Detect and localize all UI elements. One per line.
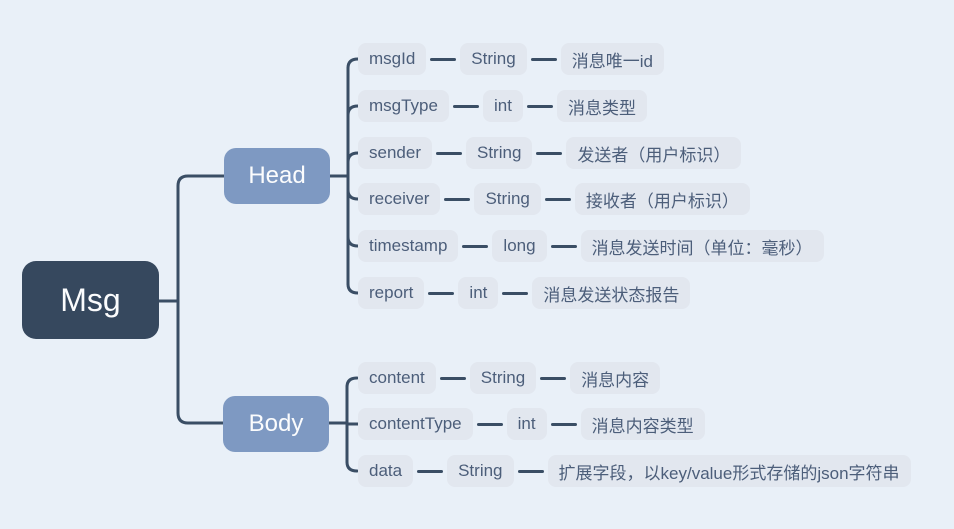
field-node[interactable]: contentType <box>358 408 473 440</box>
branch-node-head[interactable]: Head <box>224 148 330 204</box>
connector-dash <box>536 151 563 155</box>
connector-dash <box>462 244 489 248</box>
connector-dash <box>452 104 479 108</box>
connector-dash <box>544 197 571 201</box>
connector-dash <box>428 291 455 295</box>
branch-node-body[interactable]: Body <box>223 396 329 452</box>
attribute-row-data: data String 扩展字段，以key/value形式存储的json字符串 <box>358 455 911 487</box>
type-node[interactable]: int <box>506 408 547 440</box>
field-node[interactable]: msgId <box>358 43 427 75</box>
connector-dash <box>435 151 462 155</box>
connector-dash <box>417 469 444 473</box>
type-node[interactable]: String <box>465 137 533 169</box>
attribute-row-content: content String 消息内容 <box>358 362 661 394</box>
attribute-row-contenttype: contentType int 消息内容类型 <box>358 408 705 440</box>
type-node[interactable]: int <box>458 277 499 309</box>
description-node[interactable]: 扩展字段，以key/value形式存储的json字符串 <box>547 455 911 487</box>
attribute-row-report: report int 消息发送状态报告 <box>358 277 691 309</box>
connector-dash <box>550 422 577 426</box>
description-node[interactable]: 消息发送状态报告 <box>532 277 691 309</box>
attribute-row-msgtype: msgType int 消息类型 <box>358 90 647 122</box>
field-node[interactable]: receiver <box>358 183 441 215</box>
root-node-msg[interactable]: Msg <box>22 261 159 339</box>
attribute-row-sender: sender String 发送者（用户标识） <box>358 137 742 169</box>
connector-dash <box>517 469 544 473</box>
type-node[interactable]: String <box>447 455 514 487</box>
description-node[interactable]: 消息类型 <box>556 90 647 122</box>
description-node[interactable]: 消息内容 <box>570 362 661 394</box>
connector-dash <box>530 57 557 61</box>
description-node[interactable]: 发送者（用户标识） <box>566 137 742 169</box>
attribute-row-timestamp: timestamp long 消息发送时间（单位：毫秒） <box>358 230 824 262</box>
connector-dash <box>526 104 553 108</box>
field-node[interactable]: msgType <box>358 90 449 122</box>
connector-dash <box>439 376 466 380</box>
field-node[interactable]: timestamp <box>358 230 459 262</box>
type-node[interactable]: String <box>474 183 541 215</box>
type-node[interactable]: long <box>492 230 547 262</box>
description-node[interactable]: 消息内容类型 <box>580 408 705 440</box>
connector-dash <box>540 376 567 380</box>
connector-dash <box>550 244 577 248</box>
connector-dash <box>502 291 529 295</box>
type-node[interactable]: String <box>460 43 527 75</box>
connector-dash <box>444 197 471 201</box>
attribute-row-receiver: receiver String 接收者（用户标识） <box>358 183 750 215</box>
description-node[interactable]: 消息唯一id <box>560 43 664 75</box>
connector-dash <box>476 422 503 426</box>
field-node[interactable]: sender <box>358 137 432 169</box>
field-node[interactable]: report <box>358 277 425 309</box>
type-node[interactable]: int <box>482 90 523 122</box>
field-node[interactable]: data <box>358 455 414 487</box>
description-node[interactable]: 消息发送时间（单位：毫秒） <box>580 230 824 262</box>
field-node[interactable]: content <box>358 362 436 394</box>
attribute-row-msgid: msgId String 消息唯一id <box>358 43 664 75</box>
type-node[interactable]: String <box>469 362 537 394</box>
description-node[interactable]: 接收者（用户标识） <box>574 183 750 215</box>
connector-dash <box>430 57 457 61</box>
